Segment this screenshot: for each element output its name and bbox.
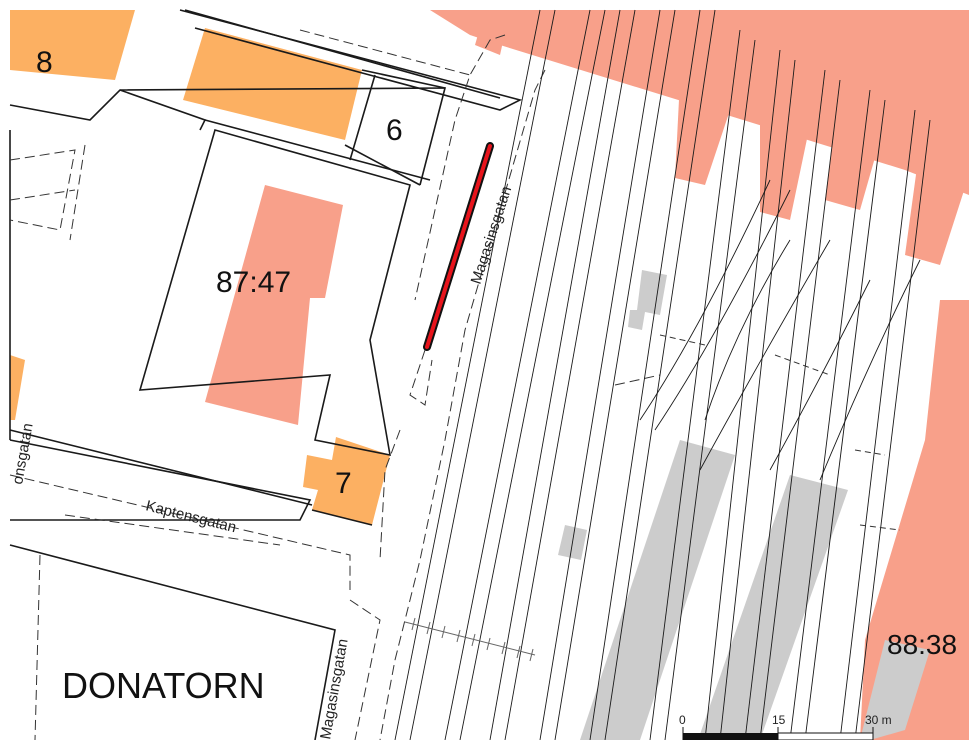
railway-buildings-top	[430, 10, 969, 265]
parcel-lines	[9, 9, 523, 740]
scale-tick-30: 30 m	[865, 713, 892, 727]
plot-label-87-47: 87:47	[216, 266, 291, 299]
plot-label-7: 7	[335, 467, 352, 500]
orange-buildings	[10, 10, 362, 420]
block-label-donatorn: DONATORN	[62, 665, 265, 706]
plot-label-88-38: 88:38	[887, 629, 957, 660]
street-edges	[9, 29, 661, 740]
railway-tracks	[394, 9, 931, 740]
building-7	[303, 437, 390, 525]
street-label-magasinsgatan-lower: Magasinsgatan	[317, 638, 351, 740]
grey-buildings	[558, 270, 930, 740]
scale-bar: 0 15 30 m	[679, 713, 892, 740]
plot-label-8: 8	[36, 46, 53, 79]
building-88-38	[860, 300, 969, 740]
scale-tick-0: 0	[679, 713, 686, 727]
highlighted-segment-inner	[425, 144, 492, 349]
track-ties	[659, 334, 901, 531]
building-87-47	[205, 185, 343, 425]
street-label-kaptensgatan: Kaptensgatan	[144, 497, 238, 536]
crossing-ladder	[404, 617, 536, 662]
plot-label-6: 6	[386, 114, 403, 147]
scale-tick-15: 15	[772, 713, 786, 727]
